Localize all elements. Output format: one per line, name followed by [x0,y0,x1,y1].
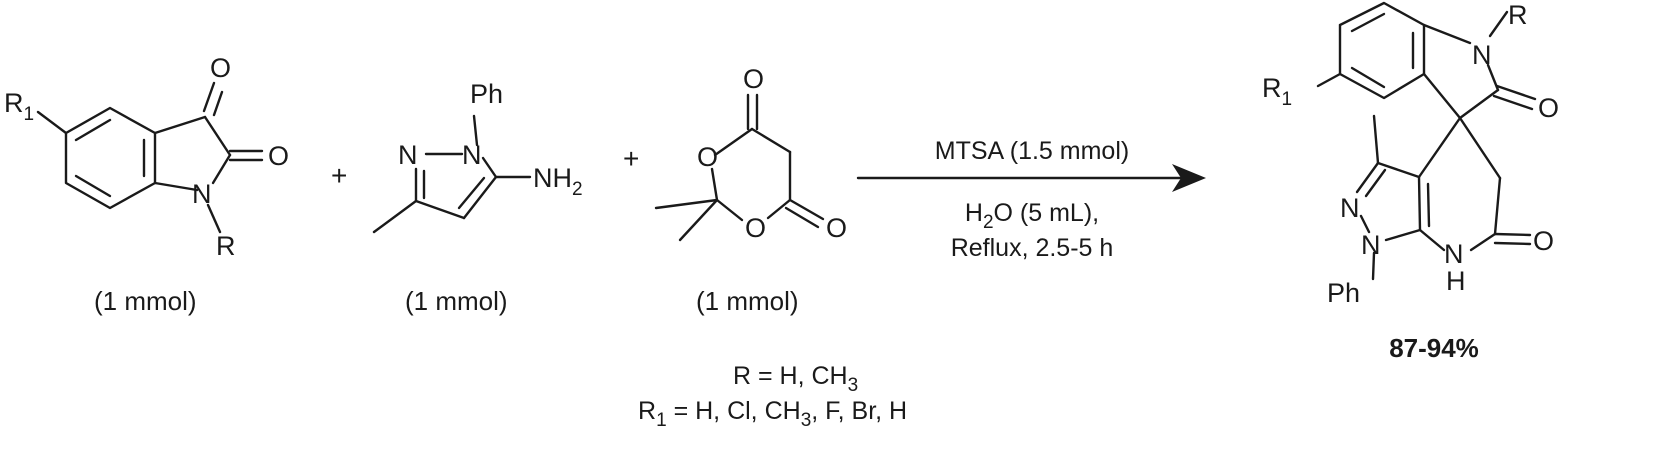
product-o-oxindole: O [1538,93,1559,123]
isatin-structure: O O N R R1 (1 mmol) [4,53,289,316]
aminopyrazole-n2: N [398,140,418,170]
meldrums-acid-bonds [654,93,825,242]
product-n-lactam: N [1444,239,1464,269]
substituent-r1-definition: R1 = H, Cl, CH3, F, Br, H [638,397,907,431]
isatin-bonds [36,81,264,234]
aminopyrazole-ph: Ph [470,79,503,109]
product-yield: 87-94% [1389,333,1479,363]
meldrums-o-top: O [743,64,764,94]
aminopyrazole-bonds [372,114,532,234]
aminopyrazole-amine: NH2 [533,163,583,200]
product-o-lactam: O [1533,226,1554,256]
product-r1-label: R1 [1262,73,1292,110]
isatin-n: N [192,179,212,209]
isatin-n-substituent: R [216,231,236,261]
product-r-top: R [1508,0,1528,30]
product-ph: Ph [1327,278,1360,308]
plus-sign-1: + [331,160,347,191]
isatin-r1-label: R1 [4,88,34,125]
reaction-arrow [856,164,1206,192]
plus-sign-2: + [623,143,639,174]
meldrums-o-ring-lower: O [745,213,766,243]
product-structure: R N R1 O N N Ph N H O 87-94% [1262,0,1559,363]
product-bonds [1316,1,1537,281]
isatin-o-top: O [210,53,231,83]
aminopyrazole-amount: (1 mmol) [405,286,508,316]
meldrums-o-ring-upper: O [697,142,718,172]
meldrums-acid-structure: O O O O (1 mmol) [654,64,847,316]
product-n-pyrazole-2: N [1361,230,1381,260]
isatin-amount: (1 mmol) [94,286,197,316]
aminopyrazole-n1: N [462,140,482,170]
product-h-lactam: H [1446,266,1466,296]
condition-solvent: H2O (5 mL), [965,199,1099,233]
product-n-oxindole: N [1472,40,1492,70]
isatin-o-right: O [268,141,289,171]
product-n-pyrazole-1: N [1340,193,1360,223]
meldrums-o-right: O [826,213,847,243]
condition-time: Reflux, 2.5-5 h [951,234,1114,262]
meldrums-acid-amount: (1 mmol) [696,286,799,316]
substituent-r-definition: R = H, CH3 [733,362,858,396]
condition-reagent: MTSA (1.5 mmol) [935,137,1129,165]
aminopyrazole-structure: Ph N N NH2 (1 mmol) [372,79,583,316]
